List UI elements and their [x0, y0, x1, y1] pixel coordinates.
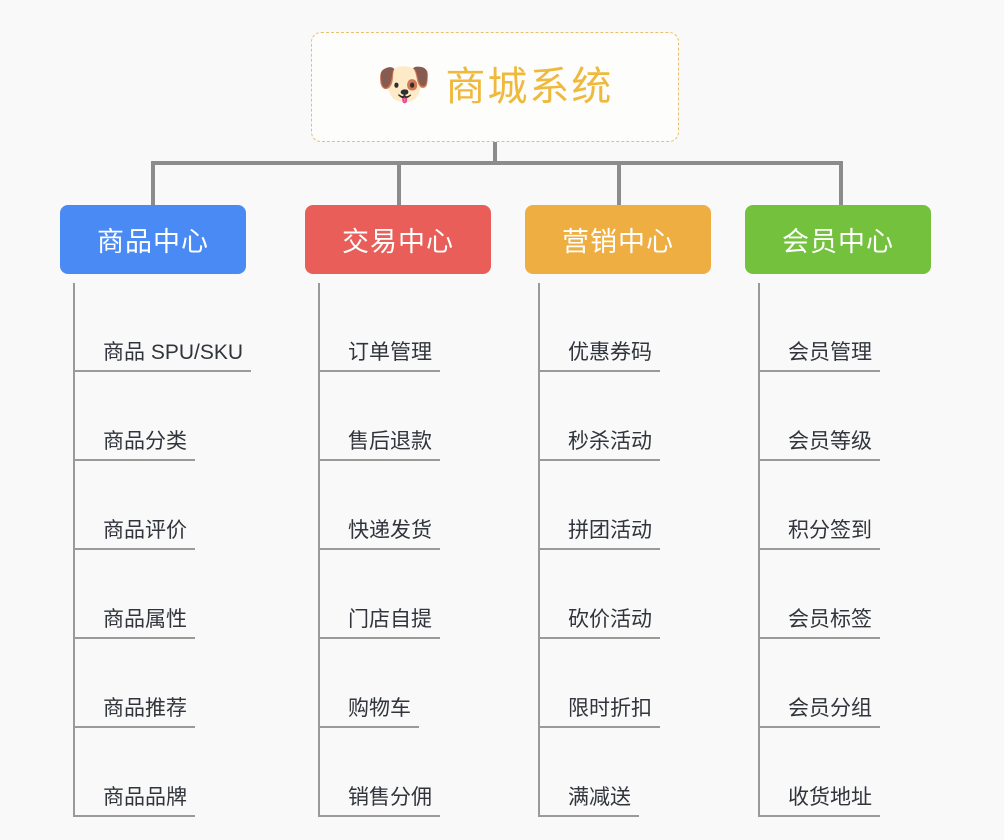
leaf-list-0: 商品 SPU/SKU 商品分类 商品评价 商品属性 商品推荐 商品品牌 — [73, 283, 251, 817]
leaf-label: 商品推荐 — [103, 696, 187, 720]
leaf-underline — [760, 637, 880, 639]
leaf-list-3: 会员管理 会员等级 积分签到 会员标签 会员分组 收货地址 — [758, 283, 931, 817]
leaf-list-1: 订单管理 售后退款 快递发货 门店自提 购物车 销售分佣 — [318, 283, 491, 817]
branch-header-label: 会员中心 — [782, 227, 894, 257]
leaf-label: 商品评价 — [103, 518, 187, 542]
leaf-item[interactable]: 会员等级 — [760, 372, 931, 461]
connector-horizontal-bus — [151, 161, 843, 165]
leaf-label: 拼团活动 — [568, 518, 652, 542]
leaf-label: 售后退款 — [348, 429, 432, 453]
leaf-label: 会员管理 — [788, 340, 872, 364]
leaf-item[interactable]: 快递发货 — [320, 461, 491, 550]
dog-face-icon: 🐶 — [376, 60, 432, 109]
leaf-underline — [75, 815, 195, 817]
branch-column-3: 会员中心 会员管理 会员等级 积分签到 会员标签 会员分组 收货地址 — [745, 205, 931, 817]
branch-header-3[interactable]: 会员中心 — [745, 205, 931, 274]
leaf-underline — [760, 548, 880, 550]
leaf-underline — [320, 726, 419, 728]
connector-root-stem — [493, 142, 497, 163]
leaf-item[interactable]: 销售分佣 — [320, 728, 491, 817]
leaf-item[interactable]: 优惠券码 — [540, 283, 711, 372]
leaf-label: 会员等级 — [788, 429, 872, 453]
branch-header-0[interactable]: 商品中心 — [60, 205, 246, 274]
leaf-item[interactable]: 拼团活动 — [540, 461, 711, 550]
leaf-label: 会员分组 — [788, 696, 872, 720]
leaf-underline — [760, 459, 880, 461]
leaf-label: 收货地址 — [788, 785, 872, 809]
branch-header-2[interactable]: 营销中心 — [525, 205, 711, 274]
leaf-item[interactable]: 订单管理 — [320, 283, 491, 372]
leaf-underline — [540, 815, 639, 817]
leaf-underline — [75, 459, 195, 461]
leaf-underline — [320, 815, 440, 817]
branch-header-label: 营销中心 — [562, 227, 674, 257]
leaf-list-2: 优惠券码 秒杀活动 拼团活动 砍价活动 限时折扣 满减送 — [538, 283, 711, 817]
leaf-label: 快递发货 — [348, 518, 432, 542]
leaf-underline — [320, 370, 440, 372]
leaf-underline — [540, 459, 660, 461]
leaf-underline — [760, 370, 880, 372]
leaf-label: 积分签到 — [788, 518, 872, 542]
leaf-label: 商品属性 — [103, 607, 187, 631]
leaf-underline — [540, 726, 660, 728]
leaf-underline — [75, 370, 251, 372]
root-node[interactable]: 🐶 商城系统 — [311, 32, 679, 142]
branch-header-1[interactable]: 交易中心 — [305, 205, 491, 274]
leaf-label: 商品 SPU/SKU — [103, 340, 244, 364]
leaf-item[interactable]: 限时折扣 — [540, 639, 711, 728]
leaf-item[interactable]: 满减送 — [540, 728, 711, 817]
leaf-underline — [760, 815, 880, 817]
leaf-underline — [540, 548, 660, 550]
branch-column-0: 商品中心 商品 SPU/SKU 商品分类 商品评价 商品属性 商品推荐 商品品牌 — [60, 205, 251, 817]
leaf-item[interactable]: 商品分类 — [75, 372, 246, 461]
leaf-item[interactable]: 售后退款 — [320, 372, 491, 461]
branch-header-label: 交易中心 — [342, 227, 454, 257]
leaf-underline — [75, 637, 195, 639]
leaf-label: 砍价活动 — [568, 607, 652, 631]
leaf-label: 秒杀活动 — [568, 429, 652, 453]
leaf-underline — [540, 637, 660, 639]
connector-drop-1 — [397, 161, 401, 206]
connector-drop-0 — [151, 161, 155, 206]
leaf-item[interactable]: 商品品牌 — [75, 728, 246, 817]
leaf-underline — [320, 637, 440, 639]
leaf-item[interactable]: 商品属性 — [75, 550, 246, 639]
leaf-item[interactable]: 商品评价 — [75, 461, 246, 550]
connector-drop-2 — [617, 161, 621, 206]
leaf-item[interactable]: 商品推荐 — [75, 639, 246, 728]
leaf-label: 订单管理 — [348, 340, 432, 364]
leaf-item[interactable]: 会员标签 — [760, 550, 931, 639]
branch-column-1: 交易中心 订单管理 售后退款 快递发货 门店自提 购物车 销售分佣 — [305, 205, 491, 817]
leaf-item[interactable]: 收货地址 — [760, 728, 931, 817]
leaf-label: 门店自提 — [348, 607, 432, 631]
leaf-item[interactable]: 会员管理 — [760, 283, 931, 372]
leaf-underline — [540, 370, 660, 372]
branch-header-label: 商品中心 — [97, 227, 209, 257]
leaf-label: 商品品牌 — [103, 785, 187, 809]
leaf-label: 满减送 — [568, 785, 631, 809]
leaf-underline — [75, 726, 195, 728]
leaf-label: 销售分佣 — [348, 785, 432, 809]
leaf-label: 会员标签 — [788, 607, 872, 631]
leaf-item[interactable]: 秒杀活动 — [540, 372, 711, 461]
connector-drop-3 — [839, 161, 843, 206]
leaf-item[interactable]: 会员分组 — [760, 639, 931, 728]
leaf-label: 商品分类 — [103, 429, 187, 453]
leaf-underline — [320, 459, 440, 461]
leaf-item[interactable]: 砍价活动 — [540, 550, 711, 639]
root-title: 商城系统 — [445, 65, 614, 109]
leaf-label: 购物车 — [348, 696, 411, 720]
leaf-item[interactable]: 积分签到 — [760, 461, 931, 550]
leaf-underline — [320, 548, 440, 550]
leaf-label: 限时折扣 — [568, 696, 652, 720]
leaf-item[interactable]: 门店自提 — [320, 550, 491, 639]
leaf-item[interactable]: 商品 SPU/SKU — [75, 283, 251, 372]
leaf-underline — [75, 548, 195, 550]
leaf-item[interactable]: 购物车 — [320, 639, 491, 728]
branch-column-2: 营销中心 优惠券码 秒杀活动 拼团活动 砍价活动 限时折扣 满减送 — [525, 205, 711, 817]
leaf-label: 优惠券码 — [568, 340, 652, 364]
leaf-underline — [760, 726, 880, 728]
